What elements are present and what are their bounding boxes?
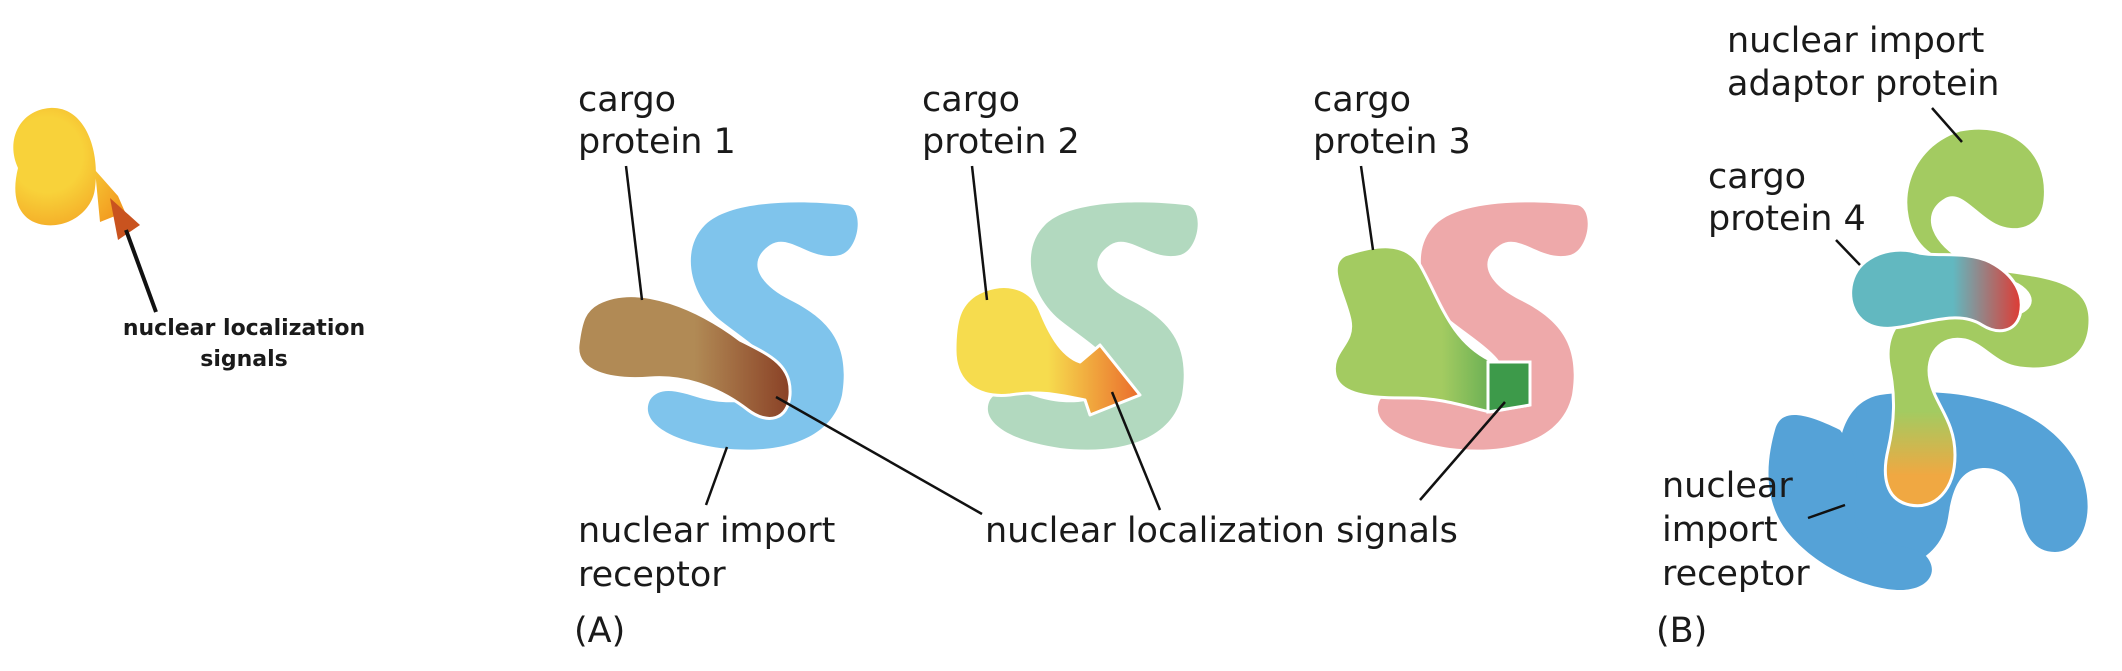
receptor-b-label-line2: import <box>1662 510 1778 550</box>
cargo-protein-1-label-line2: protein 1 <box>578 122 736 162</box>
nls-3-square <box>1486 360 1532 414</box>
inset-nls-label-line1: nuclear localization <box>123 316 365 341</box>
inset-cargo-protein <box>13 107 126 226</box>
nls-2-leader <box>1110 391 1162 511</box>
panel-a-complex-3: cargo protein 3 <box>1313 80 1588 450</box>
inset-nls-leader <box>124 229 158 313</box>
nuclear-import-receptor-1-body <box>647 202 858 450</box>
nuclear-import-receptor-2 <box>987 202 1198 450</box>
nuclear-import-receptor-3 <box>1377 202 1588 450</box>
receptor-b-left-lobe <box>1768 415 1932 590</box>
cargo-protein-1-leader <box>624 165 644 301</box>
cargo-protein-4-label-line2: protein 4 <box>1708 199 1866 239</box>
panel-a-labels: nuclear import receptor nuclear localiza… <box>574 391 1506 651</box>
inset-nls-triangle <box>110 198 140 240</box>
adaptor-leader <box>1931 107 1963 143</box>
cargo-protein-3-label-line2: protein 3 <box>1313 122 1471 162</box>
receptor-label-line1: nuclear import <box>578 511 835 551</box>
receptor-label-line2: receptor <box>578 555 726 595</box>
adaptor-label-line1: nuclear import <box>1727 21 1984 61</box>
receptor-b-label-line3: receptor <box>1662 554 1810 594</box>
panel-a-complex-1: cargo protein 1 <box>576 80 858 506</box>
cargo-protein-4-leader <box>1835 239 1861 266</box>
inset-cargo-illustration: nuclear localization signals <box>13 107 365 372</box>
panel-b-complex: nuclear import adaptor protein cargo pro… <box>1656 21 2092 651</box>
cargo-protein-3-label-line1: cargo <box>1313 80 1411 120</box>
inset-nls-label-line2: signals <box>200 347 288 372</box>
cargo-protein-2-leader <box>970 165 989 301</box>
panel-a-label: (A) <box>574 611 625 651</box>
receptor-1-leader <box>704 446 729 506</box>
cargo-protein-2 <box>953 285 1142 417</box>
cargo-protein-3-leader <box>1359 165 1375 251</box>
cargo-protein-3 <box>1332 245 1532 414</box>
panel-b-label: (B) <box>1656 611 1707 651</box>
nls-label: nuclear localization signals <box>985 511 1458 551</box>
cargo-protein-4 <box>1849 248 2023 333</box>
adaptor-label-line2: adaptor protein <box>1727 64 1999 104</box>
cargo-protein-1-label-line1: cargo <box>578 80 676 120</box>
receptor-b-label-line1: nuclear <box>1662 466 1793 506</box>
receptor-b-leader <box>1807 503 1846 520</box>
panel-a-complex-2: cargo protein 2 <box>922 80 1198 450</box>
nls-1-leader <box>775 395 983 516</box>
cargo-protein-2-label-line1: cargo <box>922 80 1020 120</box>
cargo-protein-2-label-line2: protein 2 <box>922 122 1080 162</box>
cargo-protein-1 <box>576 294 792 420</box>
nls-3-leader <box>1419 401 1506 501</box>
cargo-protein-4-label-line1: cargo <box>1708 157 1806 197</box>
